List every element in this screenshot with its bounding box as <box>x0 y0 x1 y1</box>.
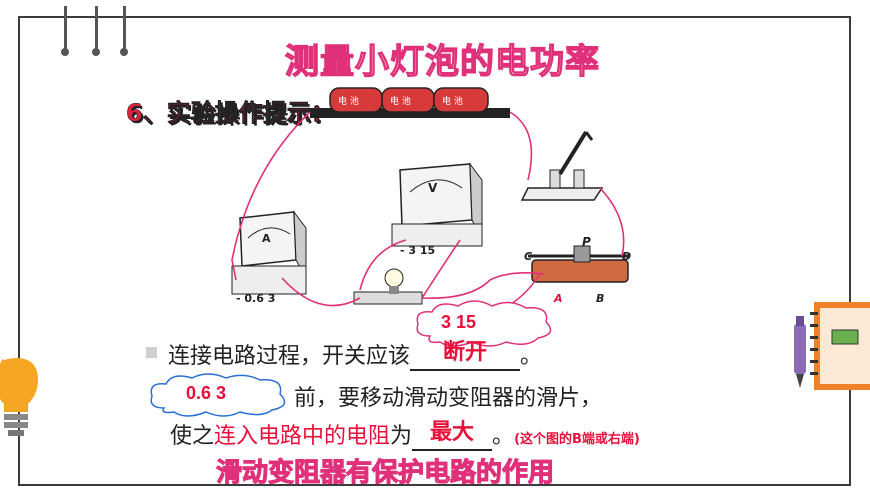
text-line-1: 连接电路过程，开关应该断开 。 <box>168 338 542 371</box>
slide-title: 测量小灯泡的电功率 <box>284 41 600 82</box>
svg-text:A: A <box>553 292 563 305</box>
battery-3: 电 池 <box>433 87 489 113</box>
svg-text:V: V <box>428 181 438 195</box>
voltmeter: V - 3 15 <box>391 162 483 257</box>
svg-text:- 3 15: - 3 15 <box>400 244 435 257</box>
svg-text:A: A <box>262 232 271 245</box>
note-b-end: (这个图的B端或右端) <box>514 432 640 447</box>
red-phrase: 连入电路中的电阻 <box>214 424 391 449</box>
svg-text:B: B <box>596 292 604 305</box>
answer-maximum: 最大 <box>430 420 475 445</box>
answer-blank-1: 断开 <box>410 340 521 371</box>
svg-text:电 池: 电 池 <box>442 95 463 107</box>
rheostat: C P D A B <box>524 235 631 305</box>
switch <box>520 130 604 201</box>
cloud-voltmeter-range <box>416 300 552 347</box>
svg-text:C: C <box>524 250 532 263</box>
answer-disconnect: 断开 <box>443 340 488 365</box>
battery-1: 电 池 <box>329 87 383 113</box>
bullet-1 <box>146 347 157 358</box>
cloud-ammeter-range <box>150 373 286 417</box>
battery-board <box>310 108 510 118</box>
text-line-2: 前，要移动滑动变阻器的滑片， <box>294 386 603 411</box>
notebook-pen-icon <box>794 302 870 390</box>
circuit-diagram: 电 池 电 池 电 池 V - 3 15 A - 0.6 3 <box>231 87 631 318</box>
battery-2: 电 池 <box>381 87 435 113</box>
text-line-3: 使之连入电路中的电阻为最大 。(这个图的B端或右端) <box>170 418 640 451</box>
cloud-ammeter-text: 0.6 3 <box>186 383 227 403</box>
svg-text:P: P <box>582 235 591 249</box>
cloud-voltmeter-text: 3 15 <box>441 312 477 332</box>
svg-text:- 0.6 3: - 0.6 3 <box>236 292 275 305</box>
answer-blank-2: 最大 <box>412 420 493 451</box>
svg-text:电 池: 电 池 <box>390 95 411 107</box>
svg-text:电 池: 电 池 <box>338 95 359 107</box>
protect-circuit-note: 滑动变阻器有保护电路的作用 <box>215 457 555 488</box>
slide-frame <box>18 16 851 486</box>
lightbulb-icon <box>0 358 38 436</box>
svg-text:D: D <box>622 250 631 263</box>
